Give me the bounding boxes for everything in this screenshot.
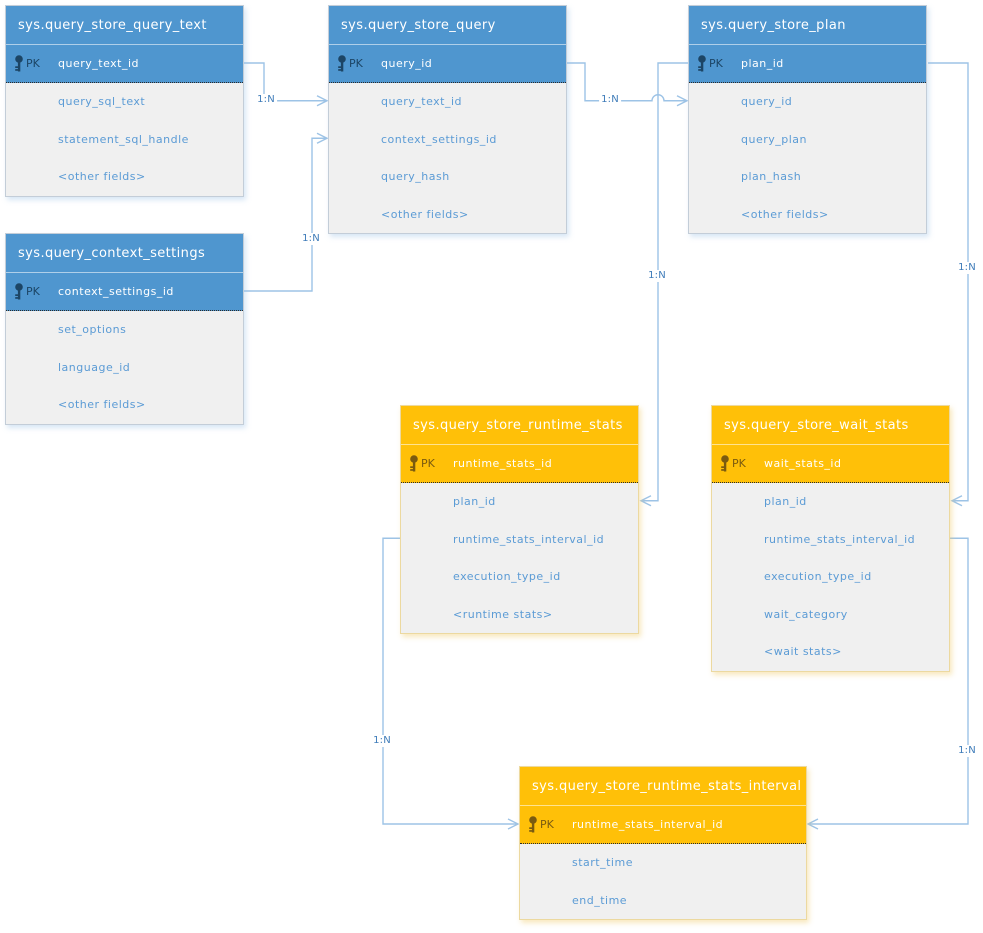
primary-key-icon	[15, 283, 23, 300]
field-row: statement_sql_handle	[6, 120, 243, 158]
primary-key-icon	[410, 455, 418, 472]
pk-badge: PK	[709, 57, 723, 70]
pk-badge: PK	[349, 57, 363, 70]
field-row: <other fields>	[329, 195, 566, 233]
primary-key-row: PK wait_stats_id	[712, 445, 949, 483]
arrowhead-icon	[507, 818, 520, 830]
field-row: <other fields>	[6, 158, 243, 196]
field-row: set_options	[6, 311, 243, 349]
arrowhead-icon	[676, 95, 689, 107]
entity-title: sys.query_store_plan	[689, 6, 926, 45]
arrowhead-icon	[316, 132, 329, 144]
primary-key-row: PK runtime_stats_id	[401, 445, 638, 483]
cardinality-label: 1:N	[300, 233, 322, 245]
primary-key-row: PK context_settings_id	[6, 273, 243, 311]
field-row: plan_hash	[689, 158, 926, 196]
field-row: query_text_id	[329, 83, 566, 121]
field-row: query_plan	[689, 120, 926, 158]
primary-key-row: PK runtime_stats_interval_id	[520, 806, 806, 844]
field-row: runtime_stats_interval_id	[712, 520, 949, 558]
field-row: plan_id	[401, 483, 638, 521]
field-row: execution_type_id	[712, 558, 949, 596]
field-row: wait_category	[712, 595, 949, 633]
field-row: query_id	[689, 83, 926, 121]
arrowhead-icon	[316, 95, 329, 107]
field-row: <other fields>	[6, 386, 243, 424]
primary-key-icon	[338, 55, 346, 72]
pk-field-name: query_id	[381, 57, 433, 70]
relationship-line-plan-to-waitstats	[928, 62, 969, 502]
entity-title: sys.query_store_runtime_stats_interval	[520, 767, 806, 806]
pk-badge: PK	[421, 457, 435, 470]
primary-key-icon	[15, 55, 23, 72]
field-row: plan_id	[712, 483, 949, 521]
pk-field-name: wait_stats_id	[764, 457, 842, 470]
entity-title: sys.query_store_query	[329, 6, 566, 45]
cardinality-label: 1:N	[371, 735, 393, 747]
relationship-line-query-to-plan	[567, 62, 687, 102]
pk-badge: PK	[26, 57, 40, 70]
pk-badge: PK	[540, 818, 554, 831]
field-row: <other fields>	[689, 195, 926, 233]
primary-key-icon	[698, 55, 706, 72]
pk-field-name: runtime_stats_id	[453, 457, 553, 470]
entity-title: sys.query_store_wait_stats	[712, 406, 949, 445]
primary-key-row: PK query_id	[329, 45, 566, 83]
cardinality-label: 1:N	[646, 270, 668, 282]
pk-field-name: runtime_stats_interval_id	[572, 818, 724, 831]
arrowhead-icon	[639, 495, 652, 507]
cardinality-label: 1:N	[599, 94, 621, 106]
field-row: context_settings_id	[329, 120, 566, 158]
pk-field-name: context_settings_id	[58, 285, 174, 298]
field-row: runtime_stats_interval_id	[401, 520, 638, 558]
cardinality-label: 1:N	[956, 745, 978, 757]
cardinality-label: 1:N	[255, 94, 277, 106]
pk-badge: PK	[26, 285, 40, 298]
entity-title: sys.query_context_settings	[6, 234, 243, 273]
field-row: end_time	[520, 881, 806, 919]
entity-title: sys.query_store_query_text	[6, 6, 243, 45]
field-row: <wait stats>	[712, 633, 949, 671]
field-row: query_sql_text	[6, 83, 243, 121]
primary-key-icon	[721, 455, 729, 472]
primary-key-icon	[529, 816, 537, 833]
cardinality-label: 1:N	[956, 262, 978, 274]
primary-key-row: PK query_text_id	[6, 45, 243, 83]
field-row: query_hash	[329, 158, 566, 196]
arrowhead-icon	[950, 495, 963, 507]
field-row: language_id	[6, 348, 243, 386]
pk-field-name: plan_id	[741, 57, 784, 70]
field-row: execution_type_id	[401, 558, 638, 596]
relationship-line-runtimestats-to-interval	[382, 537, 518, 825]
primary-key-row: PK plan_id	[689, 45, 926, 83]
arrowhead-icon	[806, 818, 819, 830]
pk-field-name: query_text_id	[58, 57, 140, 70]
entity-title: sys.query_store_runtime_stats	[401, 406, 638, 445]
relationship-line-waitstats-to-interval	[808, 537, 969, 825]
field-row: <runtime stats>	[401, 595, 638, 633]
relationship-line-contextsettings-to-query	[244, 137, 327, 292]
relationship-line-querytext-to-query	[244, 62, 327, 102]
field-row: start_time	[520, 844, 806, 882]
pk-badge: PK	[732, 457, 746, 470]
